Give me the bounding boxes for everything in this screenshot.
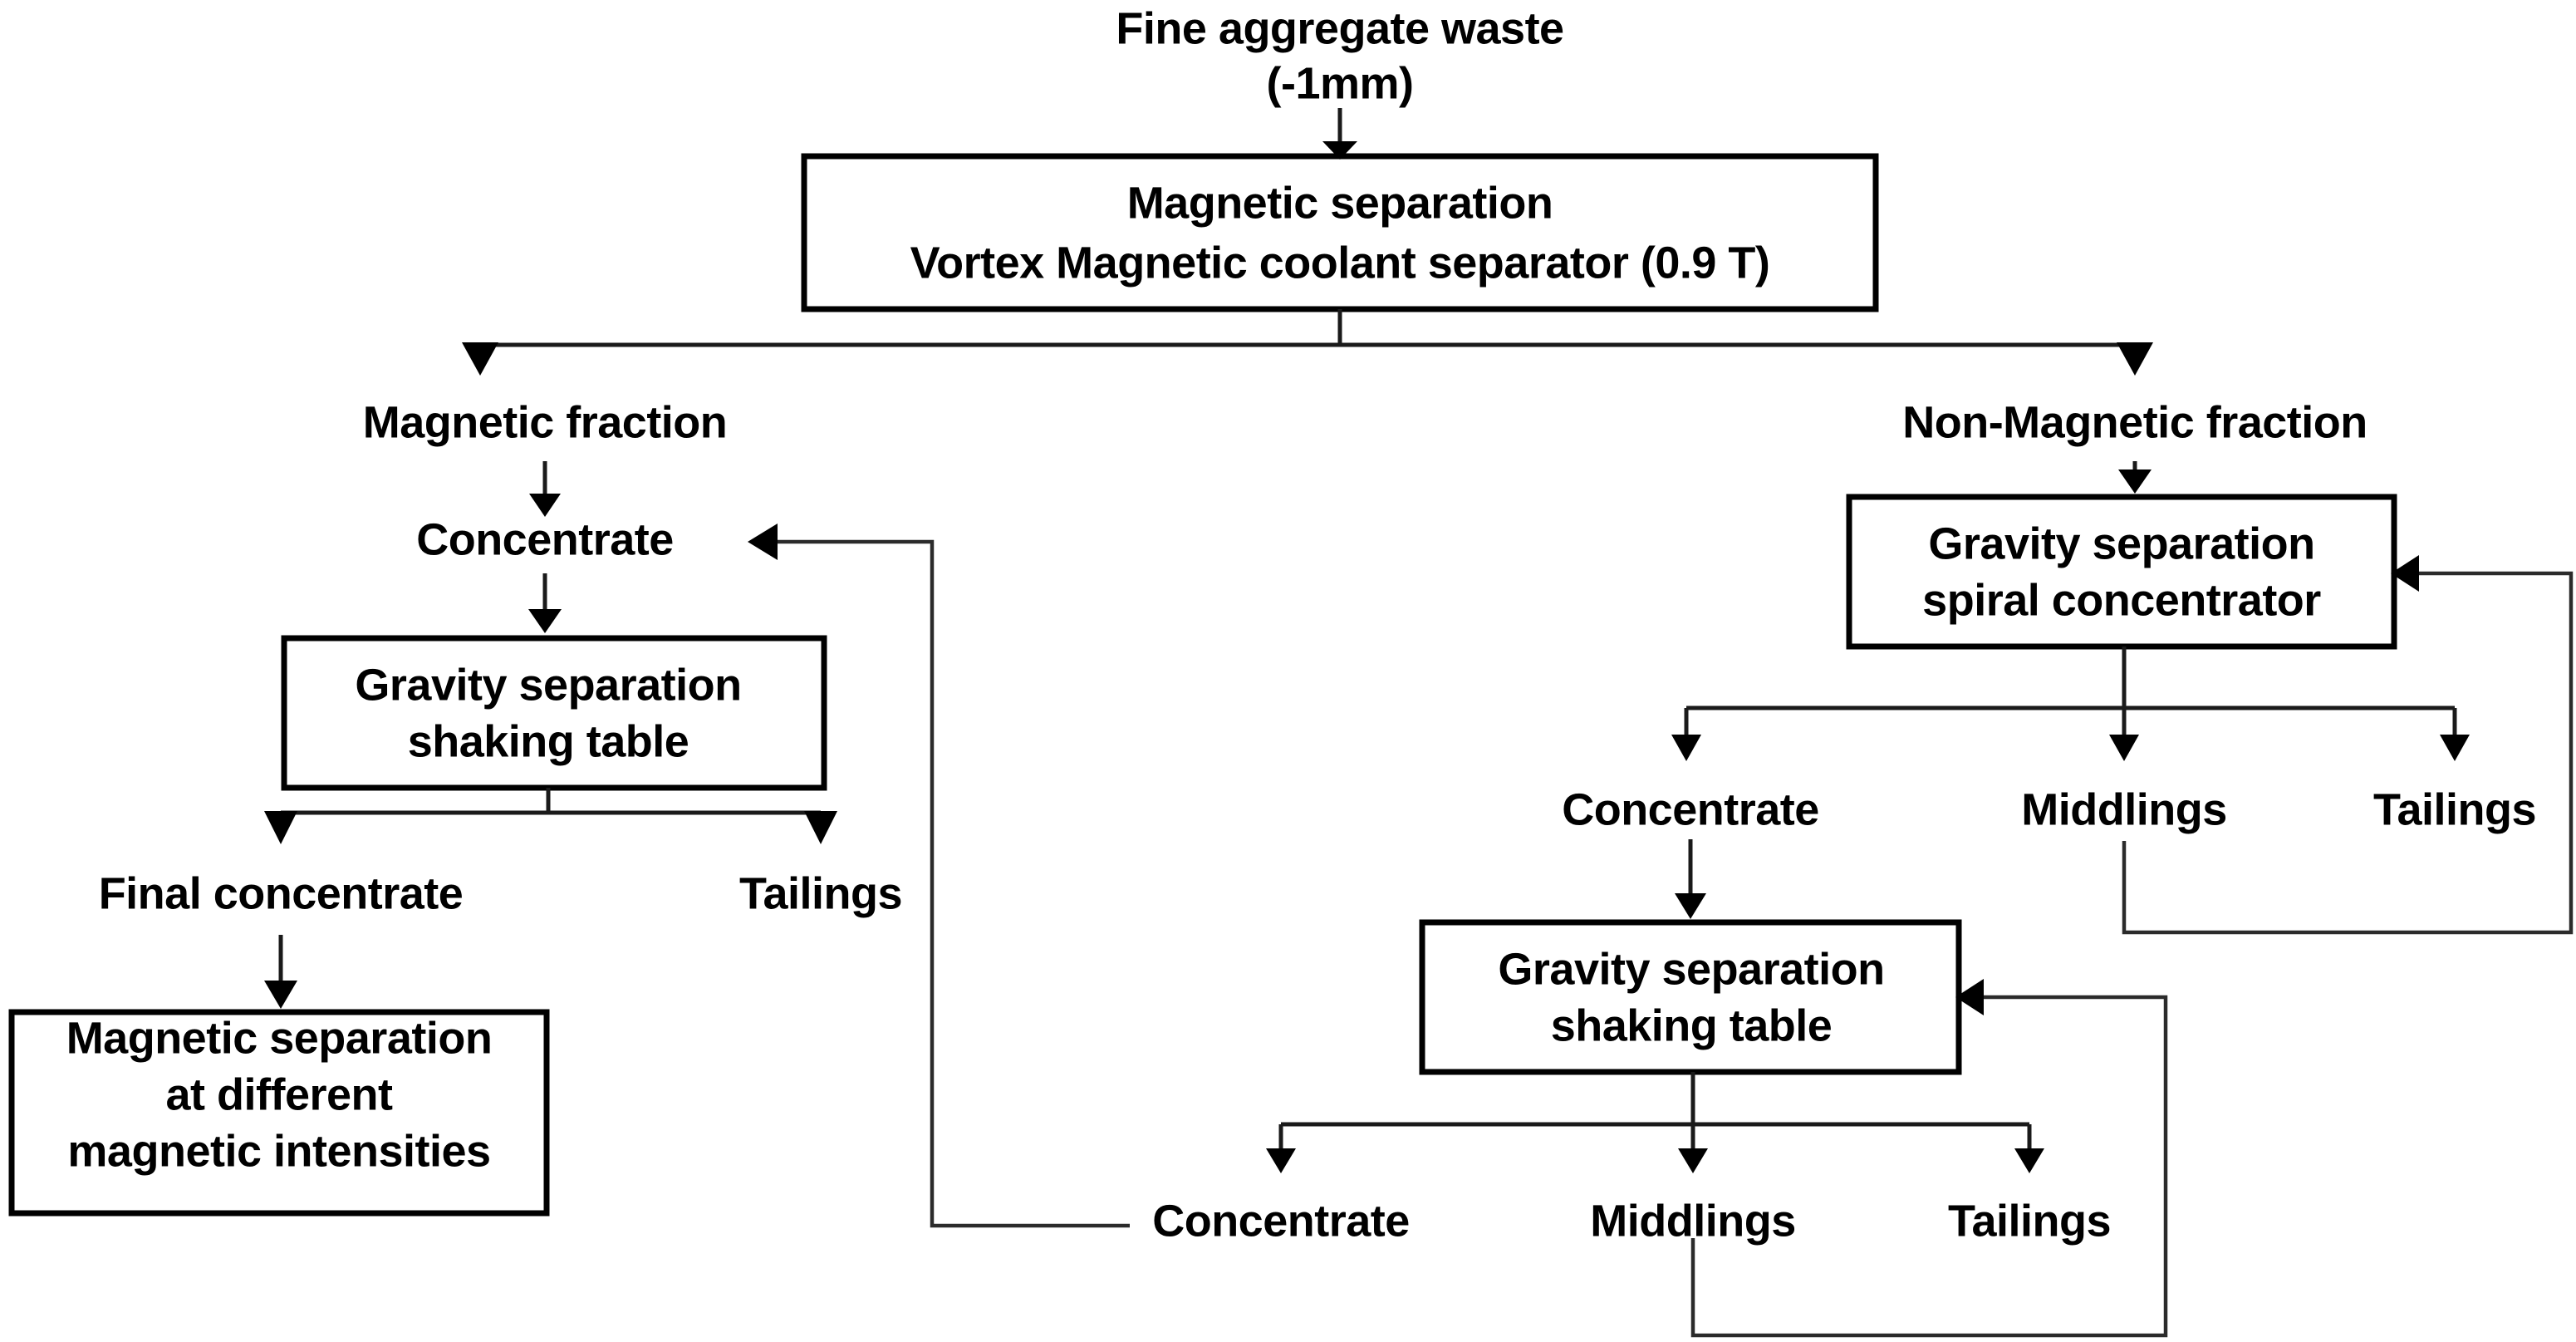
label-right-shaking-line2: shaking table <box>1551 1000 1833 1050</box>
arrowhead-final-conc-to-magsep <box>264 981 297 1009</box>
label-left-concentrate: Concentrate <box>416 514 674 564</box>
arrowhead-feed-to-magsep <box>1322 141 1357 160</box>
label-right-middlings: Middlings <box>1590 1196 1795 1246</box>
final-magnetic-separation-box[interactable] <box>8 1009 550 1217</box>
label-magsep-line2: Vortex Magnetic coolant separator (0.9 T… <box>910 238 1770 288</box>
label-final-magsep-line2: at different <box>165 1069 393 1119</box>
arrowhead-concentrate-to-shaking <box>528 609 562 633</box>
label-feed-line1: Fine aggregate waste <box>1116 3 1563 53</box>
label-final-magsep-line1: Magnetic separation <box>66 1013 493 1063</box>
label-left-shaking-line1: Gravity separation <box>355 660 741 710</box>
label-spiral-line2: spiral concentrator <box>1922 575 2321 625</box>
label-right-concentrate: Concentrate <box>1152 1196 1410 1246</box>
label-magnetic-fraction: Magnetic fraction <box>363 397 728 447</box>
arrowhead-magnetic-fraction <box>462 342 498 376</box>
arrowhead-right-tailings <box>2014 1148 2044 1173</box>
connector-right-middlings-recycle <box>1690 995 2168 1338</box>
magnetic-separation-box[interactable] <box>801 153 1879 312</box>
arrowhead-spiral-concentrate <box>1671 735 1701 761</box>
right-shaking-table-box[interactable] <box>1419 919 1962 1075</box>
connector-spiral-middlings-recycle <box>2122 571 2574 935</box>
arrowhead-right-middlings-recycle <box>1955 979 1984 1015</box>
arrowhead-nonmag-to-spiral <box>2118 469 2152 494</box>
arrowhead-spiral-middlings <box>2109 735 2139 761</box>
label-non-magnetic-fraction: Non-Magnetic fraction <box>1902 397 2367 447</box>
label-magsep-line1: Magnetic separation <box>1127 178 1553 228</box>
arrowhead-left-tailings <box>804 811 837 844</box>
label-spiral-concentrate: Concentrate <box>1562 784 1819 834</box>
label-spiral-line1: Gravity separation <box>1928 519 2314 568</box>
label-left-tailings: Tailings <box>739 868 902 918</box>
label-feed-line2: (-1mm) <box>1266 58 1413 108</box>
label-right-tailings: Tailings <box>1948 1196 2111 1246</box>
arrowhead-right-concentrate <box>1266 1148 1296 1173</box>
label-final-magsep-line3: magnetic intensities <box>67 1126 490 1176</box>
arrowhead-right-middlings <box>1678 1148 1708 1173</box>
label-left-shaking-line2: shaking table <box>408 716 689 766</box>
label-spiral-middlings: Middlings <box>2021 784 2226 834</box>
label-spiral-tailings: Tailings <box>2373 784 2536 834</box>
left-shaking-table-box[interactable] <box>281 635 827 791</box>
arrowhead-non-magnetic-fraction <box>2117 342 2153 376</box>
label-final-concentrate: Final concentrate <box>99 868 464 918</box>
arrowhead-spiral-tailings <box>2440 735 2470 761</box>
connector-right-concentrate-recycle <box>773 539 1130 1228</box>
label-right-shaking-line1: Gravity separation <box>1498 944 1884 994</box>
arrowhead-spiral-middlings-recycle <box>2391 555 2419 592</box>
arrowhead-final-concentrate <box>264 811 297 844</box>
arrowhead-spiral-conc-to-shaking <box>1675 893 1706 919</box>
arrowhead-magfrac-to-concentrate <box>529 494 561 517</box>
arrowhead-right-concentrate-recycle <box>748 524 778 560</box>
